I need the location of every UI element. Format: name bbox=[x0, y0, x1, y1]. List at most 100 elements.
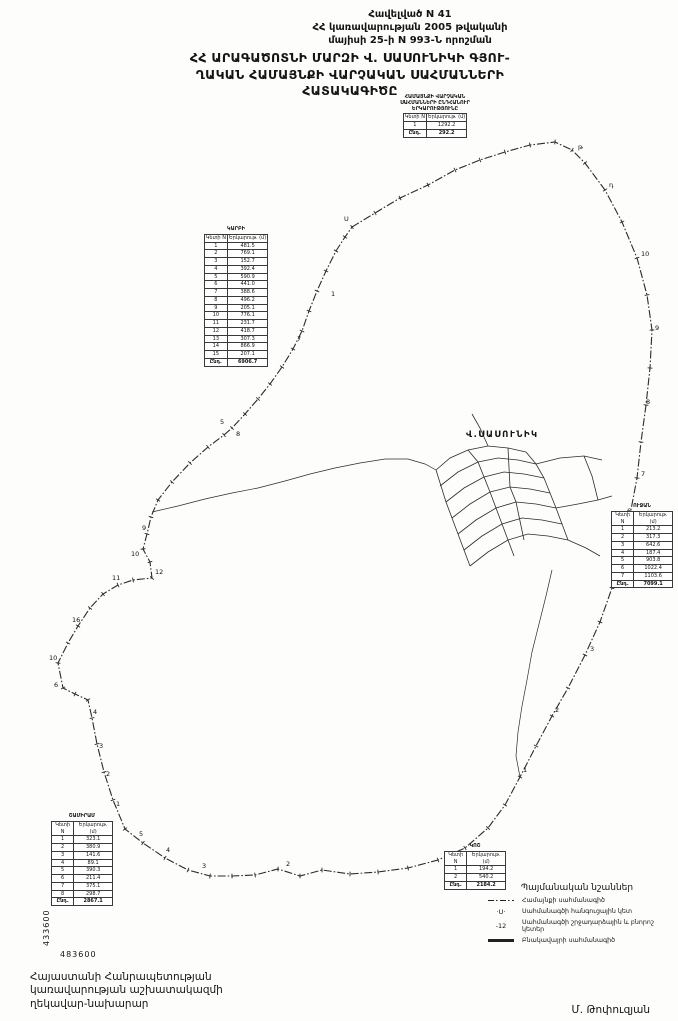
legend-item: ·Ս· Սահմանագծի հանգուցային կետ bbox=[486, 908, 668, 916]
legend-symbol-point-icon: -12 bbox=[495, 922, 507, 931]
signature-block: Հայաստանի Հանրապետության կառավարության ա… bbox=[30, 971, 223, 1011]
appendix-line-3: մայիսի 25-ի N 993-Ն որոշման bbox=[328, 35, 492, 46]
boundary-vertex-label: 11 bbox=[112, 574, 120, 582]
signatory-name: Մ. Թոփուզյան bbox=[571, 1004, 650, 1016]
boundary-vertex-label: դ bbox=[609, 181, 614, 189]
title-line-3: ՀԱՏԱԿԱԳԻԾԸ bbox=[302, 83, 398, 98]
appendix-line-2: ՀՀ կառավարության 2005 թվականի bbox=[312, 22, 508, 33]
boundary-vertex-label: 1 bbox=[331, 290, 335, 298]
table-caption: ՇԱՄԻՐԱՄ bbox=[68, 813, 96, 819]
village-street-line bbox=[583, 455, 599, 501]
boundary-vertex-label: 16 bbox=[72, 616, 80, 624]
table-caption: ԿՈՇ bbox=[469, 843, 481, 849]
village-street-line bbox=[555, 495, 613, 509]
boundary-vertex-label: 12 bbox=[155, 568, 163, 576]
village-street-line bbox=[435, 469, 471, 567]
boundary-vertex-label: 7 bbox=[641, 470, 645, 478]
footer-line-2: կառավարության աշխատակազմի bbox=[30, 984, 223, 997]
village-street-line bbox=[451, 486, 551, 519]
boundary-vertex-label: թ bbox=[578, 143, 583, 151]
legend: Պայմանական նշաններ Համայնքի սահմանագիծ·Ս… bbox=[486, 883, 668, 947]
legend-item-label: Բնակավայրի սահմանագիծ bbox=[522, 936, 616, 944]
boundary-vertex-label: 7 bbox=[297, 335, 301, 343]
village-street-line bbox=[525, 451, 569, 541]
title-line-2: ՂԱԿԱՆ ՀԱՄԱՅՆՔԻ ՎԱՐՉԱԿԱՆ ՍԱՀՄԱՆՆԵՐԻ bbox=[195, 66, 505, 82]
legend-item-label: Սահմանագծի հանգուցային կետ bbox=[522, 907, 632, 915]
grid-coordinate-vertical: 433600 bbox=[42, 909, 51, 946]
table-total-row: Ընդ.7099.1 bbox=[610, 579, 673, 589]
legend-symbol-point-icon: ·Ս· bbox=[496, 907, 506, 916]
boundary-vertex-label: 3 bbox=[590, 645, 594, 653]
table-caption: ՀԱՄԱՅՆՔԻ ՎԱՐՉԱԿԱՆ ՍԱՀՄԱՆՆԵՐԻ ԸՆԴՀԱՆՈՒՐ Ե… bbox=[400, 94, 470, 112]
boundary-vertex-label: 3 bbox=[202, 862, 206, 870]
legend-title: Պայմանական նշաններ bbox=[520, 883, 634, 893]
table-caption: ՈՒՋԱՆ bbox=[633, 503, 651, 509]
table-total-row: Ընդ.2867.1 bbox=[50, 897, 113, 906]
footer-line-3: ղեկավար-նախարար bbox=[30, 997, 149, 1010]
boundary-vertex-label: 10 bbox=[131, 550, 139, 558]
boundary-vertex-label: 9 bbox=[142, 524, 146, 532]
appendix-line-1: Հավելված N 41 bbox=[368, 9, 452, 20]
boundary-vertex-label: 2 bbox=[106, 770, 110, 778]
village-name-label: Վ.ՍԱՍՈՒՆԻԿ bbox=[466, 430, 539, 440]
village-street-line bbox=[567, 539, 601, 557]
boundary-vertex-label: 5 bbox=[220, 418, 224, 426]
boundary-vertex-label: 1 bbox=[523, 766, 527, 774]
village-street-line bbox=[457, 501, 557, 535]
boundary-tick-marks bbox=[55, 139, 655, 879]
legend-item: Բնակավայրի սահմանագիծ bbox=[486, 937, 668, 945]
legend-items: Համայնքի սահմանագիծ·Ս·Սահմանագծի հանգուց… bbox=[486, 897, 668, 944]
grid-coordinate-horizontal: 483600 bbox=[60, 950, 97, 959]
boundary-vertex-label: 2 bbox=[286, 860, 290, 868]
legend-symbol-boundary-line-icon bbox=[486, 900, 516, 902]
village-street-line bbox=[439, 457, 537, 487]
village-street-line bbox=[435, 445, 527, 471]
table-caption: ԿԱՐԲԻ bbox=[227, 226, 245, 232]
footer-line-1: Հայաստանի Հանրապետության bbox=[30, 971, 212, 983]
boundary-vertex-label: 8 bbox=[236, 430, 240, 438]
boundary-vertex-label: 10 bbox=[49, 654, 57, 662]
village-street-line bbox=[535, 455, 603, 465]
village-street-line bbox=[467, 449, 515, 557]
boundary-vertex-label: 4 bbox=[166, 846, 170, 854]
village-street-line bbox=[445, 471, 545, 503]
boundary-vertex-label: 3 bbox=[99, 742, 103, 750]
legend-symbol-settlement-bar-icon bbox=[486, 938, 516, 942]
title-line-1: ՀՀ ԱՐԱԳԱԾՈՏՆԻ ՄԱՐԶԻ Վ. ՍԱՍՈՒՆԻԿԻ ԳՅՈՒ- bbox=[189, 50, 511, 65]
boundary-vertex-label: 4 bbox=[93, 708, 97, 716]
